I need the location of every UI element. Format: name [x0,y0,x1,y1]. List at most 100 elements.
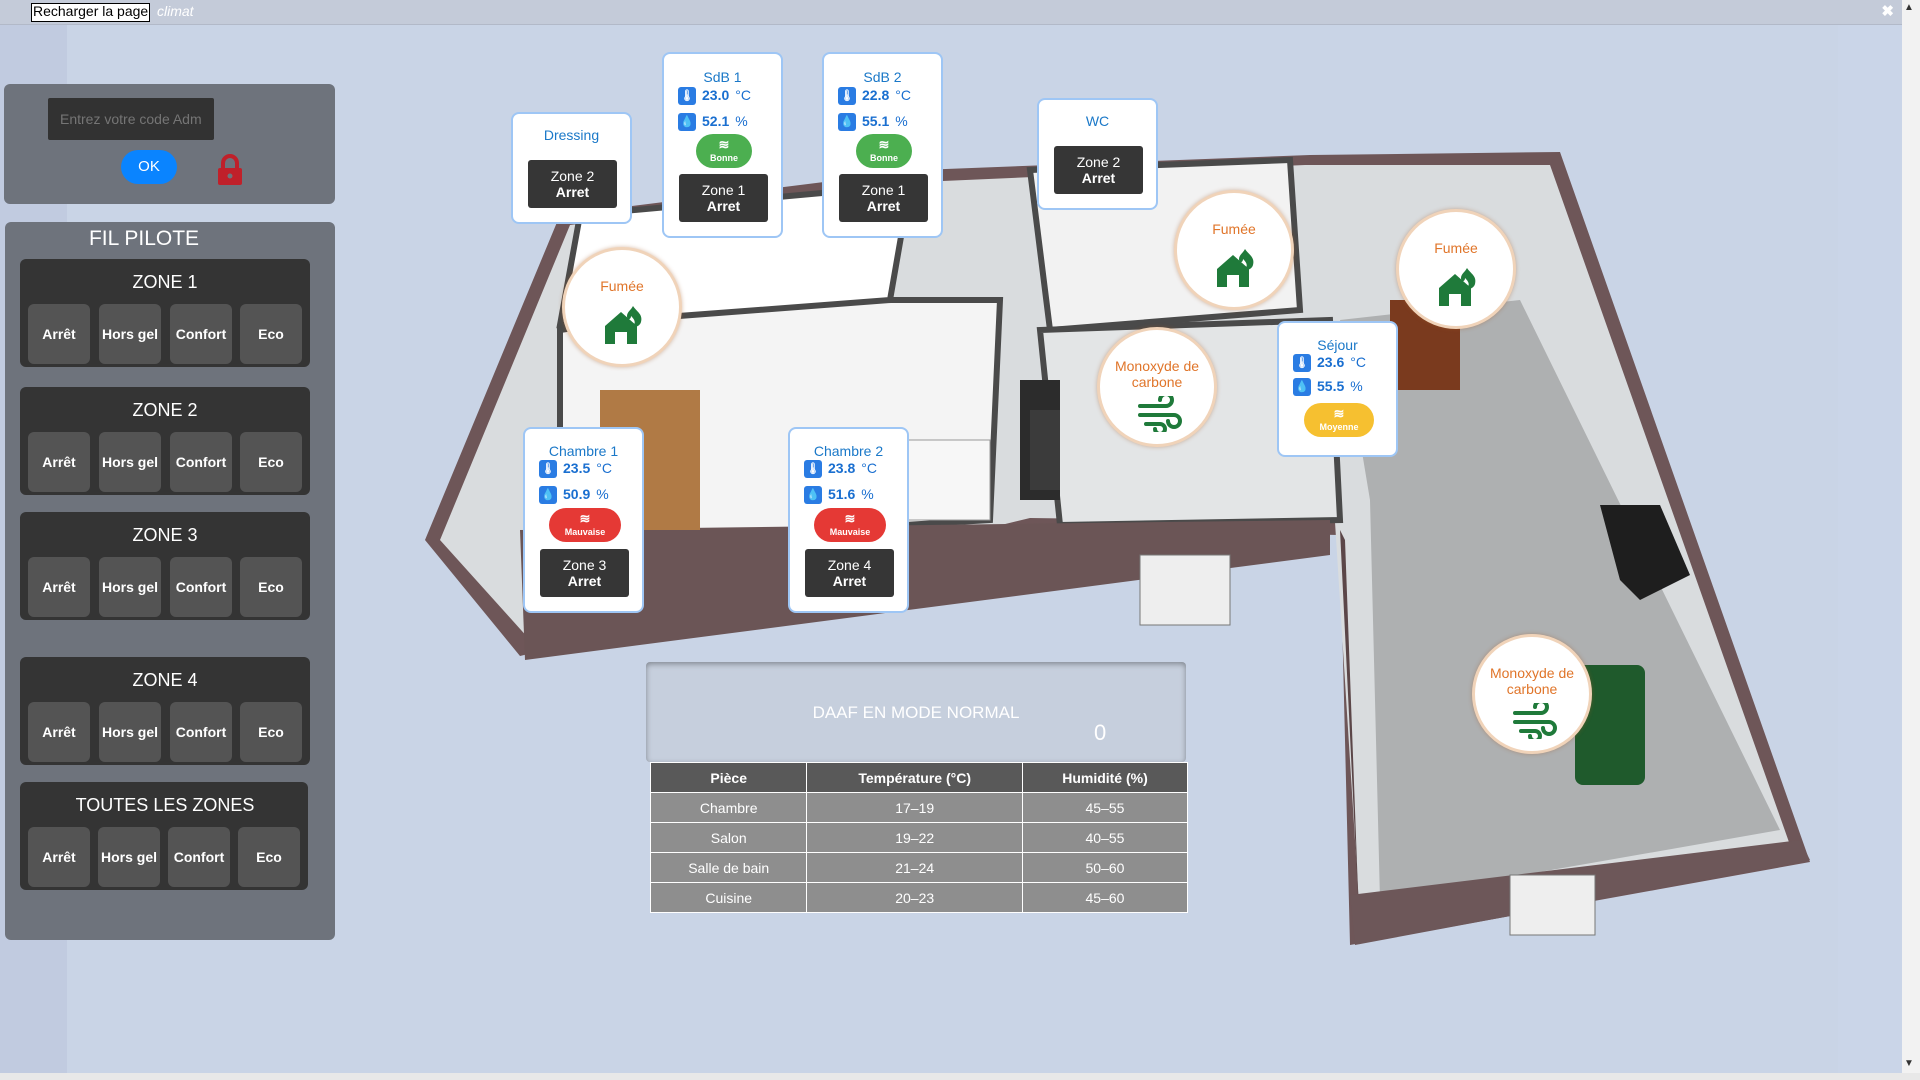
humidity-value: 50.9 [563,486,591,502]
zone-2-group: ZONE 2 Arrêt Hors gel Confort Eco [20,387,310,495]
column-header: Pièce [649,762,808,793]
temperature-value: 23.8 [828,460,856,476]
humidity-unit: % [735,113,748,129]
co-detector-1[interactable]: Monoxyde de carbone [1097,327,1217,447]
house-fire-icon [605,306,642,344]
temperature-unit: °C [861,460,877,476]
wind-icon [1138,396,1182,432]
zone-title: ZONE 3 [132,525,198,545]
zone-3-arret-button[interactable]: Arrêt [28,557,90,617]
co-detector-2[interactable]: Monoxyde de carbone [1472,634,1592,754]
reload-page-button[interactable]: Recharger la page [31,3,151,22]
zone-2-eco-button[interactable]: Eco [240,432,302,492]
zone-3-group: ZONE 3 Arrêt Hors gel Confort Eco [20,512,310,620]
zone-4-arret-button[interactable]: Arrêt [28,702,90,762]
daaf-status-panel: DAAF EN MODE NORMAL 0 [646,662,1186,762]
zone-3-confort-button[interactable]: Confort [170,557,232,617]
zone-2-hors-gel-button[interactable]: Hors gel [99,432,161,492]
admin-code-input[interactable] [48,98,214,140]
house-fire-icon [1439,268,1476,306]
thermometer-icon: 🌡 [1293,354,1311,373]
scroll-down-icon[interactable]: ▼ [1904,1058,1914,1069]
humidity-reading: 💧50.9% [539,486,609,508]
zone-1-hors-gel-button[interactable]: Hors gel [99,304,161,364]
bottom-bar [0,1073,1920,1080]
zone-1-arret-button[interactable]: Arrêt [28,304,90,364]
door-bottom [1139,554,1231,626]
detector-label: Fumée [1212,221,1256,237]
air-quality-badge-good: ≋Bonne [856,134,912,168]
humidity-unit: % [895,113,908,129]
table-cell: 40–55 [1021,822,1189,853]
humidity-drop-icon: 💧 [1293,378,1311,397]
column-header: Humidité (%) [1021,762,1189,793]
all-zones-confort-button[interactable]: Confort [168,827,230,887]
zone-3-eco-button[interactable]: Eco [240,557,302,617]
humidity-unit: % [596,486,609,502]
zone-4-group: ZONE 4 Arrêt Hors gel Confort Eco [20,657,310,765]
green-sofa [1575,665,1645,785]
humidity-reading: 💧51.6% [804,486,874,508]
zone-2-confort-button[interactable]: Confort [170,432,232,492]
wind-icon: ≋ [1333,406,1345,421]
zone-2-arret-button[interactable]: Arrêt [28,432,90,492]
zone-4-eco-button[interactable]: Eco [240,702,302,762]
zone-1-confort-button[interactable]: Confort [170,304,232,364]
all-zones-eco-button[interactable]: Eco [238,827,300,887]
table-cell: Salon [649,822,808,853]
zone-state: Arret [1081,170,1116,186]
room-card-sejour[interactable]: Séjour 🌡23.6°C 💧55.5% ≋Moyenne [1277,321,1398,457]
top-bar: Recharger la page climat ✖ [0,0,1920,25]
air-quality-label: Bonne [710,153,738,163]
zone-title: ZONE 4 [132,670,198,690]
all-zones-arret-button[interactable]: Arrêt [28,827,90,887]
room-card-chambre-1[interactable]: Chambre 1 🌡23.5°C 💧50.9% ≋Mauvaise Zone … [523,427,644,613]
table-header-row: Pièce Température (°C) Humidité (%) [649,762,1189,793]
table-cell: Chambre [649,792,808,823]
close-icon[interactable]: ✖ [1881,3,1894,20]
table-cell: 17–19 [806,792,1023,823]
air-quality-badge-good: ≋Bonne [696,134,752,168]
smoke-detector-3[interactable]: Fumée [1396,209,1516,329]
zone-name: Zone 4 [827,557,872,573]
zone-state: Arret [555,184,590,200]
room-title: Dressing [543,127,600,143]
smoke-detector-2[interactable]: Fumée [1174,190,1294,310]
ok-button[interactable]: OK [121,150,177,184]
table-cell: 50–60 [1021,852,1189,883]
zone-3-hors-gel-button[interactable]: Hors gel [99,557,161,617]
wind-icon: ≋ [718,137,730,152]
zone-1-eco-button[interactable]: Eco [240,304,302,364]
zone-state: Arret [832,573,867,589]
table-row: Chambre 17–19 45–55 [649,792,1189,823]
temperature-reading: 🌡23.8°C [804,460,877,482]
door-bottom-right [1509,874,1596,936]
all-zones-group: TOUTES LES ZONES Arrêt Hors gel Confort … [20,782,308,890]
room-card-chambre-2[interactable]: Chambre 2 🌡23.8°C 💧51.6% ≋Mauvaise Zone … [788,427,909,613]
room-title: SdB 2 [863,69,902,85]
vertical-scrollbar[interactable] [1902,0,1920,1073]
all-zones-hors-gel-button[interactable]: Hors gel [98,827,160,887]
zone-4-confort-button[interactable]: Confort [170,702,232,762]
air-quality-label: Mauvaise [564,527,606,537]
detector-label: Monoxyde de carbone [1114,358,1200,390]
humidity-drop-icon: 💧 [678,113,696,132]
lock-icon[interactable] [215,154,245,186]
scroll-up-icon[interactable]: ▲ [1904,2,1914,13]
table-row: Salle de bain 21–24 50–60 [649,852,1189,883]
table-row: Salon 19–22 40–55 [649,822,1189,853]
air-quality-badge-bad: ≋Mauvaise [814,508,886,542]
room-title: Séjour [1317,337,1358,353]
smoke-detector-1[interactable]: Fumée [562,247,682,367]
zone-4-hors-gel-button[interactable]: Hors gel [99,702,161,762]
